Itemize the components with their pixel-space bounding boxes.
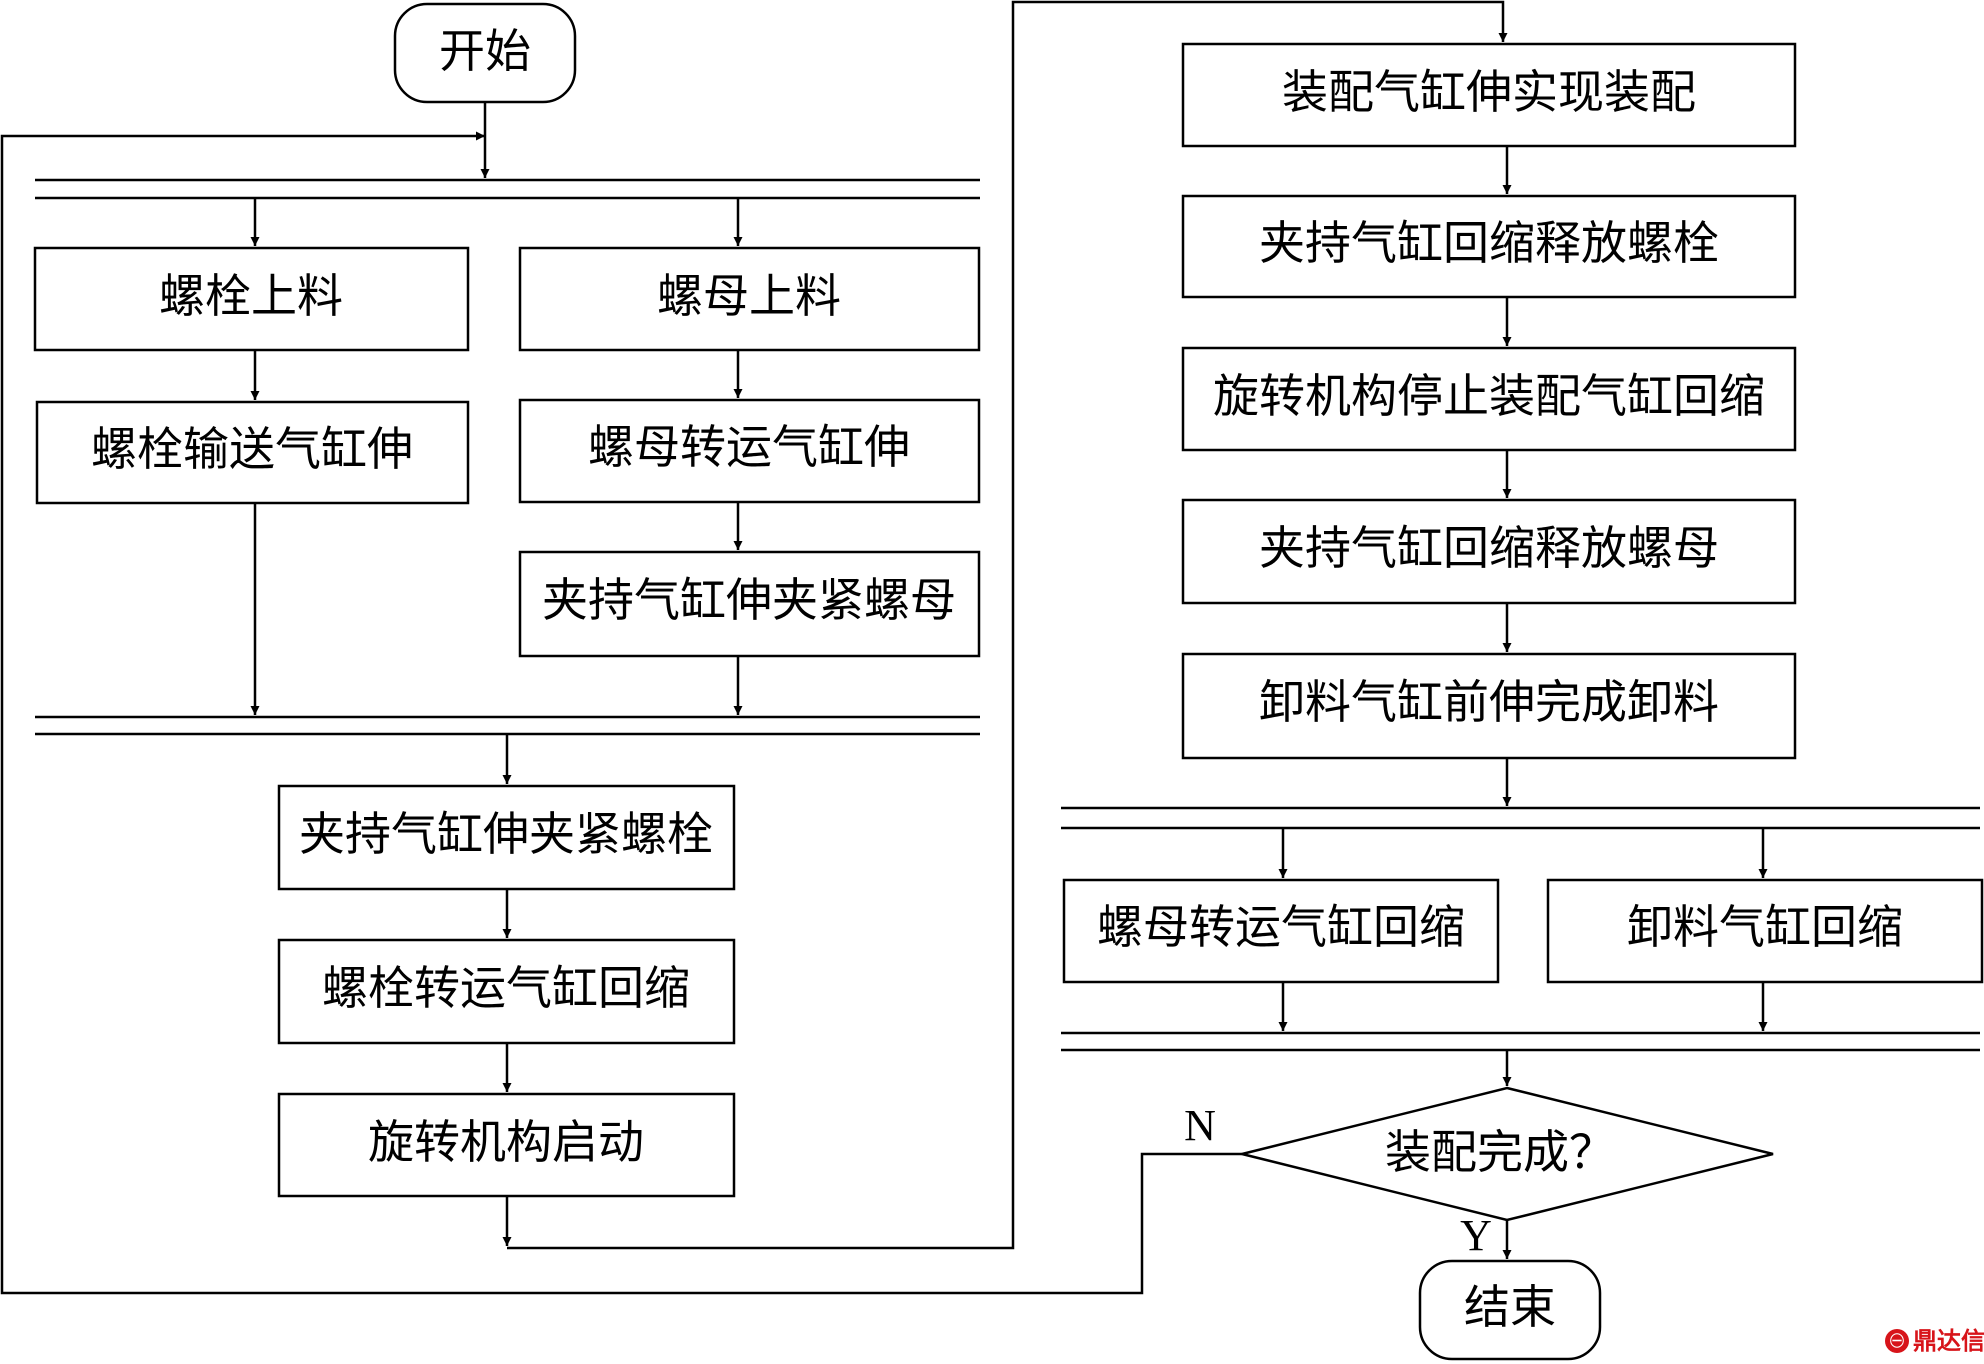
no-loop-connector	[0, 131, 1242, 1295]
svg-text:夹持气缸伸夹紧螺栓: 夹持气缸伸夹紧螺栓	[299, 807, 713, 861]
start-node: 开始	[393, 2, 577, 104]
svg-text:卸料气缸前伸完成卸料: 卸料气缸前伸完成卸料	[1259, 675, 1719, 729]
process-box-release-bolt: 夹持气缸回缩释放螺栓	[1181, 194, 1797, 299]
join-bar-1	[35, 715, 980, 736]
process-box-bolt-transfer-retract: 螺栓转运气缸回缩	[277, 938, 736, 1045]
process-box-clamp-bolt: 夹持气缸伸夹紧螺栓	[277, 784, 736, 891]
process-box-clamp-nut: 夹持气缸伸夹紧螺母	[518, 550, 981, 658]
process-box-unload-retract: 卸料气缸回缩	[1546, 878, 1984, 984]
start-label: 开始	[439, 24, 531, 78]
no-label: N	[1184, 1101, 1216, 1150]
join-bar-2	[1061, 1031, 1980, 1052]
svg-text:螺母转运气缸伸: 螺母转运气缸伸	[588, 420, 910, 474]
process-box-bolt-convey: 螺栓输送气缸伸	[35, 400, 470, 505]
svg-text:夹持气缸回缩释放螺母: 夹持气缸回缩释放螺母	[1259, 521, 1719, 575]
svg-text:旋转机构停止装配气缸回缩: 旋转机构停止装配气缸回缩	[1213, 369, 1765, 423]
svg-text:螺栓转运气缸回缩: 螺栓转运气缸回缩	[322, 961, 690, 1015]
fork-bar-2	[1061, 806, 1980, 830]
watermark: ㊀ 鼎达信	[1885, 1327, 1984, 1355]
yes-label: Y	[1460, 1211, 1492, 1260]
process-box-unload-extend: 卸料气缸前伸完成卸料	[1181, 652, 1797, 760]
watermark-logo-icon	[1885, 1329, 1909, 1353]
svg-text:卸料气缸回缩: 卸料气缸回缩	[1627, 900, 1903, 954]
process-box-release-nut: 夹持气缸回缩释放螺母	[1181, 498, 1797, 605]
end-node: 结束	[1418, 1259, 1602, 1361]
process-box-bolt-load: 螺栓上料	[33, 246, 470, 352]
decision-label: 装配完成？	[1385, 1125, 1615, 1179]
svg-text:㊀: ㊀	[1890, 1333, 1904, 1350]
decision-diamond: 装配完成？	[1241, 1086, 1774, 1222]
svg-text:旋转机构启动: 旋转机构启动	[368, 1115, 644, 1169]
svg-text:螺母上料: 螺母上料	[657, 269, 841, 323]
process-box-nut-load: 螺母上料	[518, 246, 981, 352]
process-box-nut-transfer-retract: 螺母转运气缸回缩	[1062, 878, 1500, 984]
connector	[507, 0, 1508, 1250]
process-box-rotate-start: 旋转机构启动	[277, 1092, 736, 1198]
watermark-text: 鼎达信	[1913, 1327, 1984, 1355]
svg-text:螺栓上料: 螺栓上料	[159, 269, 343, 323]
svg-text:夹持气缸伸夹紧螺母: 夹持气缸伸夹紧螺母	[542, 573, 956, 627]
end-label: 结束	[1464, 1280, 1556, 1334]
fork-bar-1	[35, 178, 980, 200]
process-box-assembly-extend: 装配气缸伸实现装配	[1181, 42, 1797, 148]
svg-text:装配气缸伸实现装配: 装配气缸伸实现装配	[1282, 65, 1696, 119]
svg-text:螺母转运气缸回缩: 螺母转运气缸回缩	[1097, 900, 1465, 954]
process-box-nut-transfer: 螺母转运气缸伸	[518, 398, 981, 504]
svg-text:夹持气缸回缩释放螺栓: 夹持气缸回缩释放螺栓	[1259, 216, 1719, 270]
svg-text:螺栓输送气缸伸: 螺栓输送气缸伸	[91, 422, 413, 476]
process-box-rotate-stop: 旋转机构停止装配气缸回缩	[1181, 346, 1797, 452]
